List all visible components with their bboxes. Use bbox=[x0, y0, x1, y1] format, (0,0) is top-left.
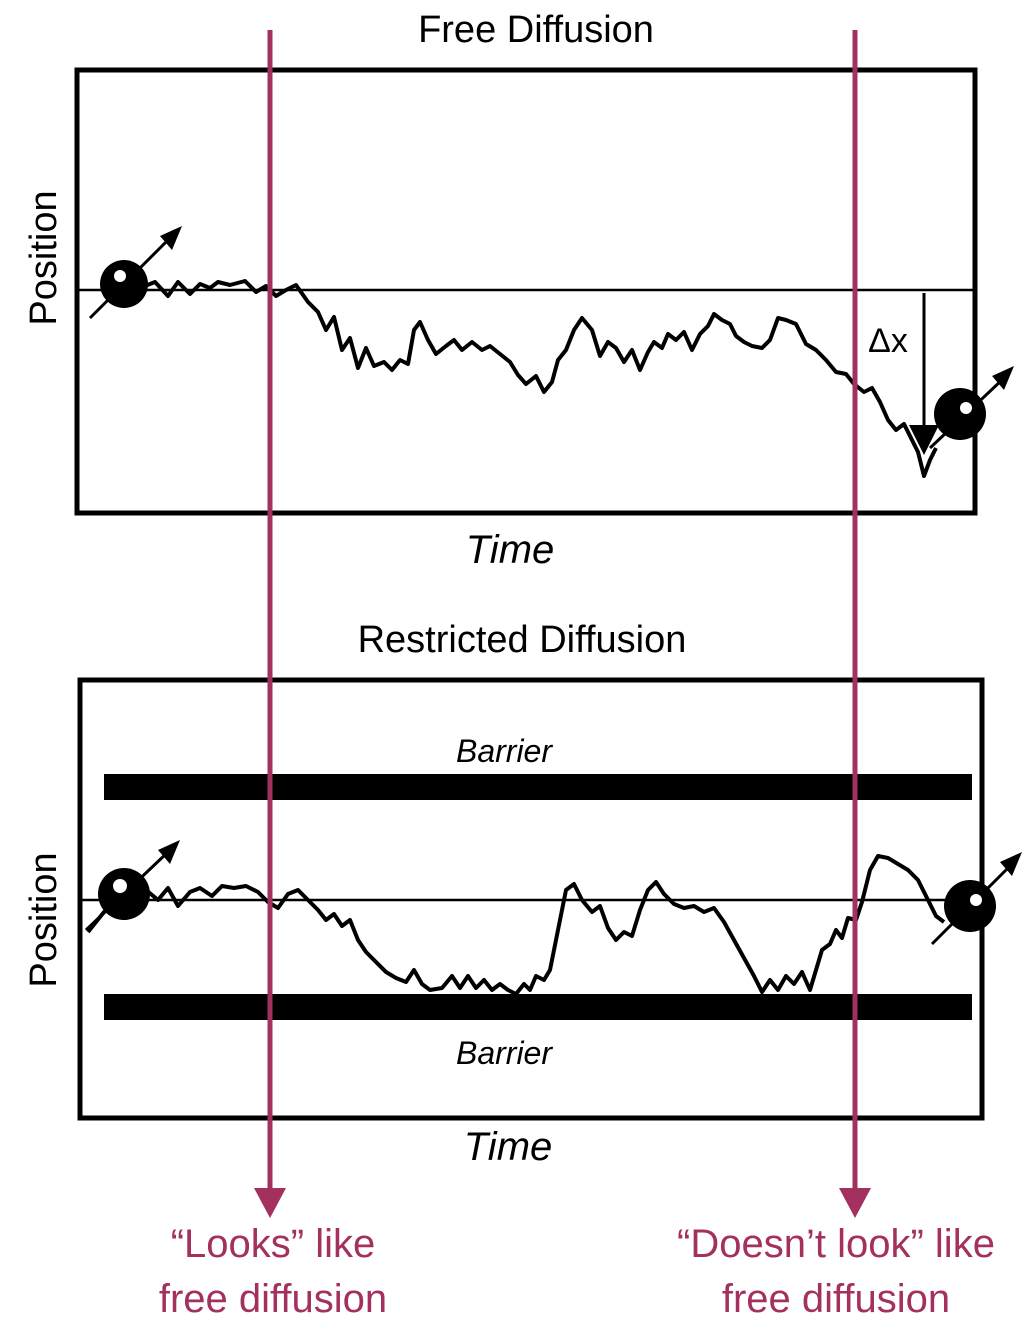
free-diffusion-trajectory bbox=[119, 279, 938, 478]
delta-x-label: Δx bbox=[868, 322, 908, 360]
restricted-panel-xlabel: Time bbox=[464, 1125, 553, 1169]
free-panel-xlabel: Time bbox=[466, 528, 555, 572]
barrier-top bbox=[104, 774, 972, 800]
free-panel-frame bbox=[74, 67, 978, 516]
restricted-diffusion-panel: Restricted Diffusion Position Time Barri… bbox=[23, 619, 1022, 1169]
right-caption-line1: “Doesn’t look” like bbox=[677, 1222, 995, 1266]
free-panel-ylabel: Position bbox=[23, 190, 65, 325]
right-marker bbox=[839, 30, 871, 1218]
left-caption-line1: “Looks” like bbox=[171, 1222, 376, 1266]
spin-particle-icon bbox=[930, 852, 1022, 946]
spin-particle-icon bbox=[84, 840, 180, 932]
spin-particle-icon bbox=[928, 366, 1014, 450]
restricted-panel-title: Restricted Diffusion bbox=[358, 619, 687, 661]
restricted-diffusion-trajectory bbox=[86, 854, 946, 996]
left-marker bbox=[254, 30, 286, 1218]
barrier-bottom-label: Barrier bbox=[456, 1035, 553, 1071]
arrow-down-icon bbox=[254, 1188, 286, 1218]
restricted-panel-ylabel: Position bbox=[23, 852, 65, 987]
free-diffusion-panel: Free Diffusion Position Time Δx bbox=[23, 9, 1014, 572]
right-caption-line2: free diffusion bbox=[722, 1277, 950, 1320]
barrier-top-label: Barrier bbox=[456, 733, 553, 769]
arrow-down-icon bbox=[839, 1188, 871, 1218]
barrier-bottom bbox=[104, 994, 972, 1020]
free-panel-title: Free Diffusion bbox=[418, 9, 654, 51]
spin-particle-icon bbox=[88, 226, 182, 320]
left-caption-line2: free diffusion bbox=[159, 1277, 387, 1320]
